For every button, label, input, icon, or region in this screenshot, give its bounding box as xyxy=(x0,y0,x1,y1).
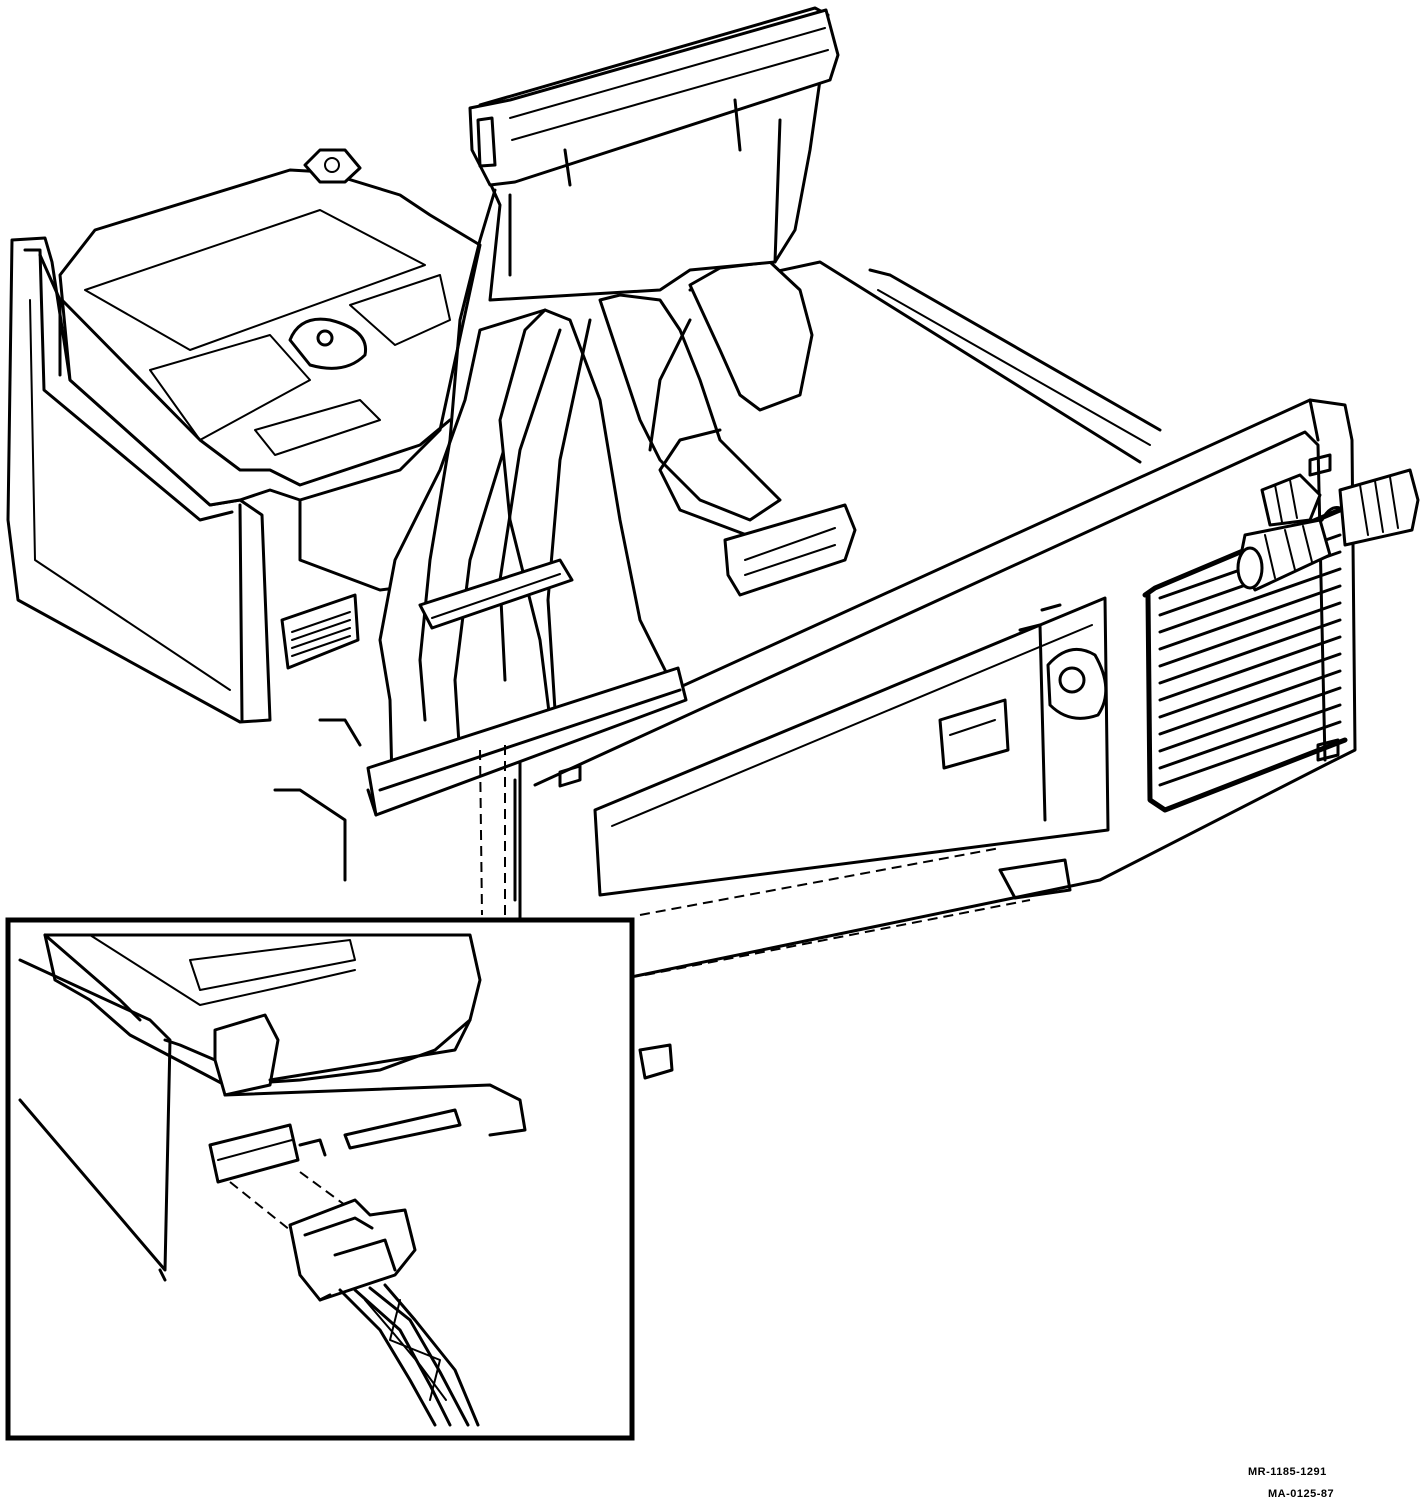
drive-bracket xyxy=(6,236,272,724)
hard-disk-drive xyxy=(58,148,482,670)
cable-connector-header xyxy=(273,558,688,916)
knob-assembly xyxy=(1236,468,1420,592)
figure-code-primary: MR-1185-1291 xyxy=(1248,1466,1327,1478)
figure-code-secondary: MA-0125-87 xyxy=(1268,1488,1335,1500)
ribbon-cables xyxy=(378,6,857,782)
inset-detail xyxy=(5,917,635,1441)
